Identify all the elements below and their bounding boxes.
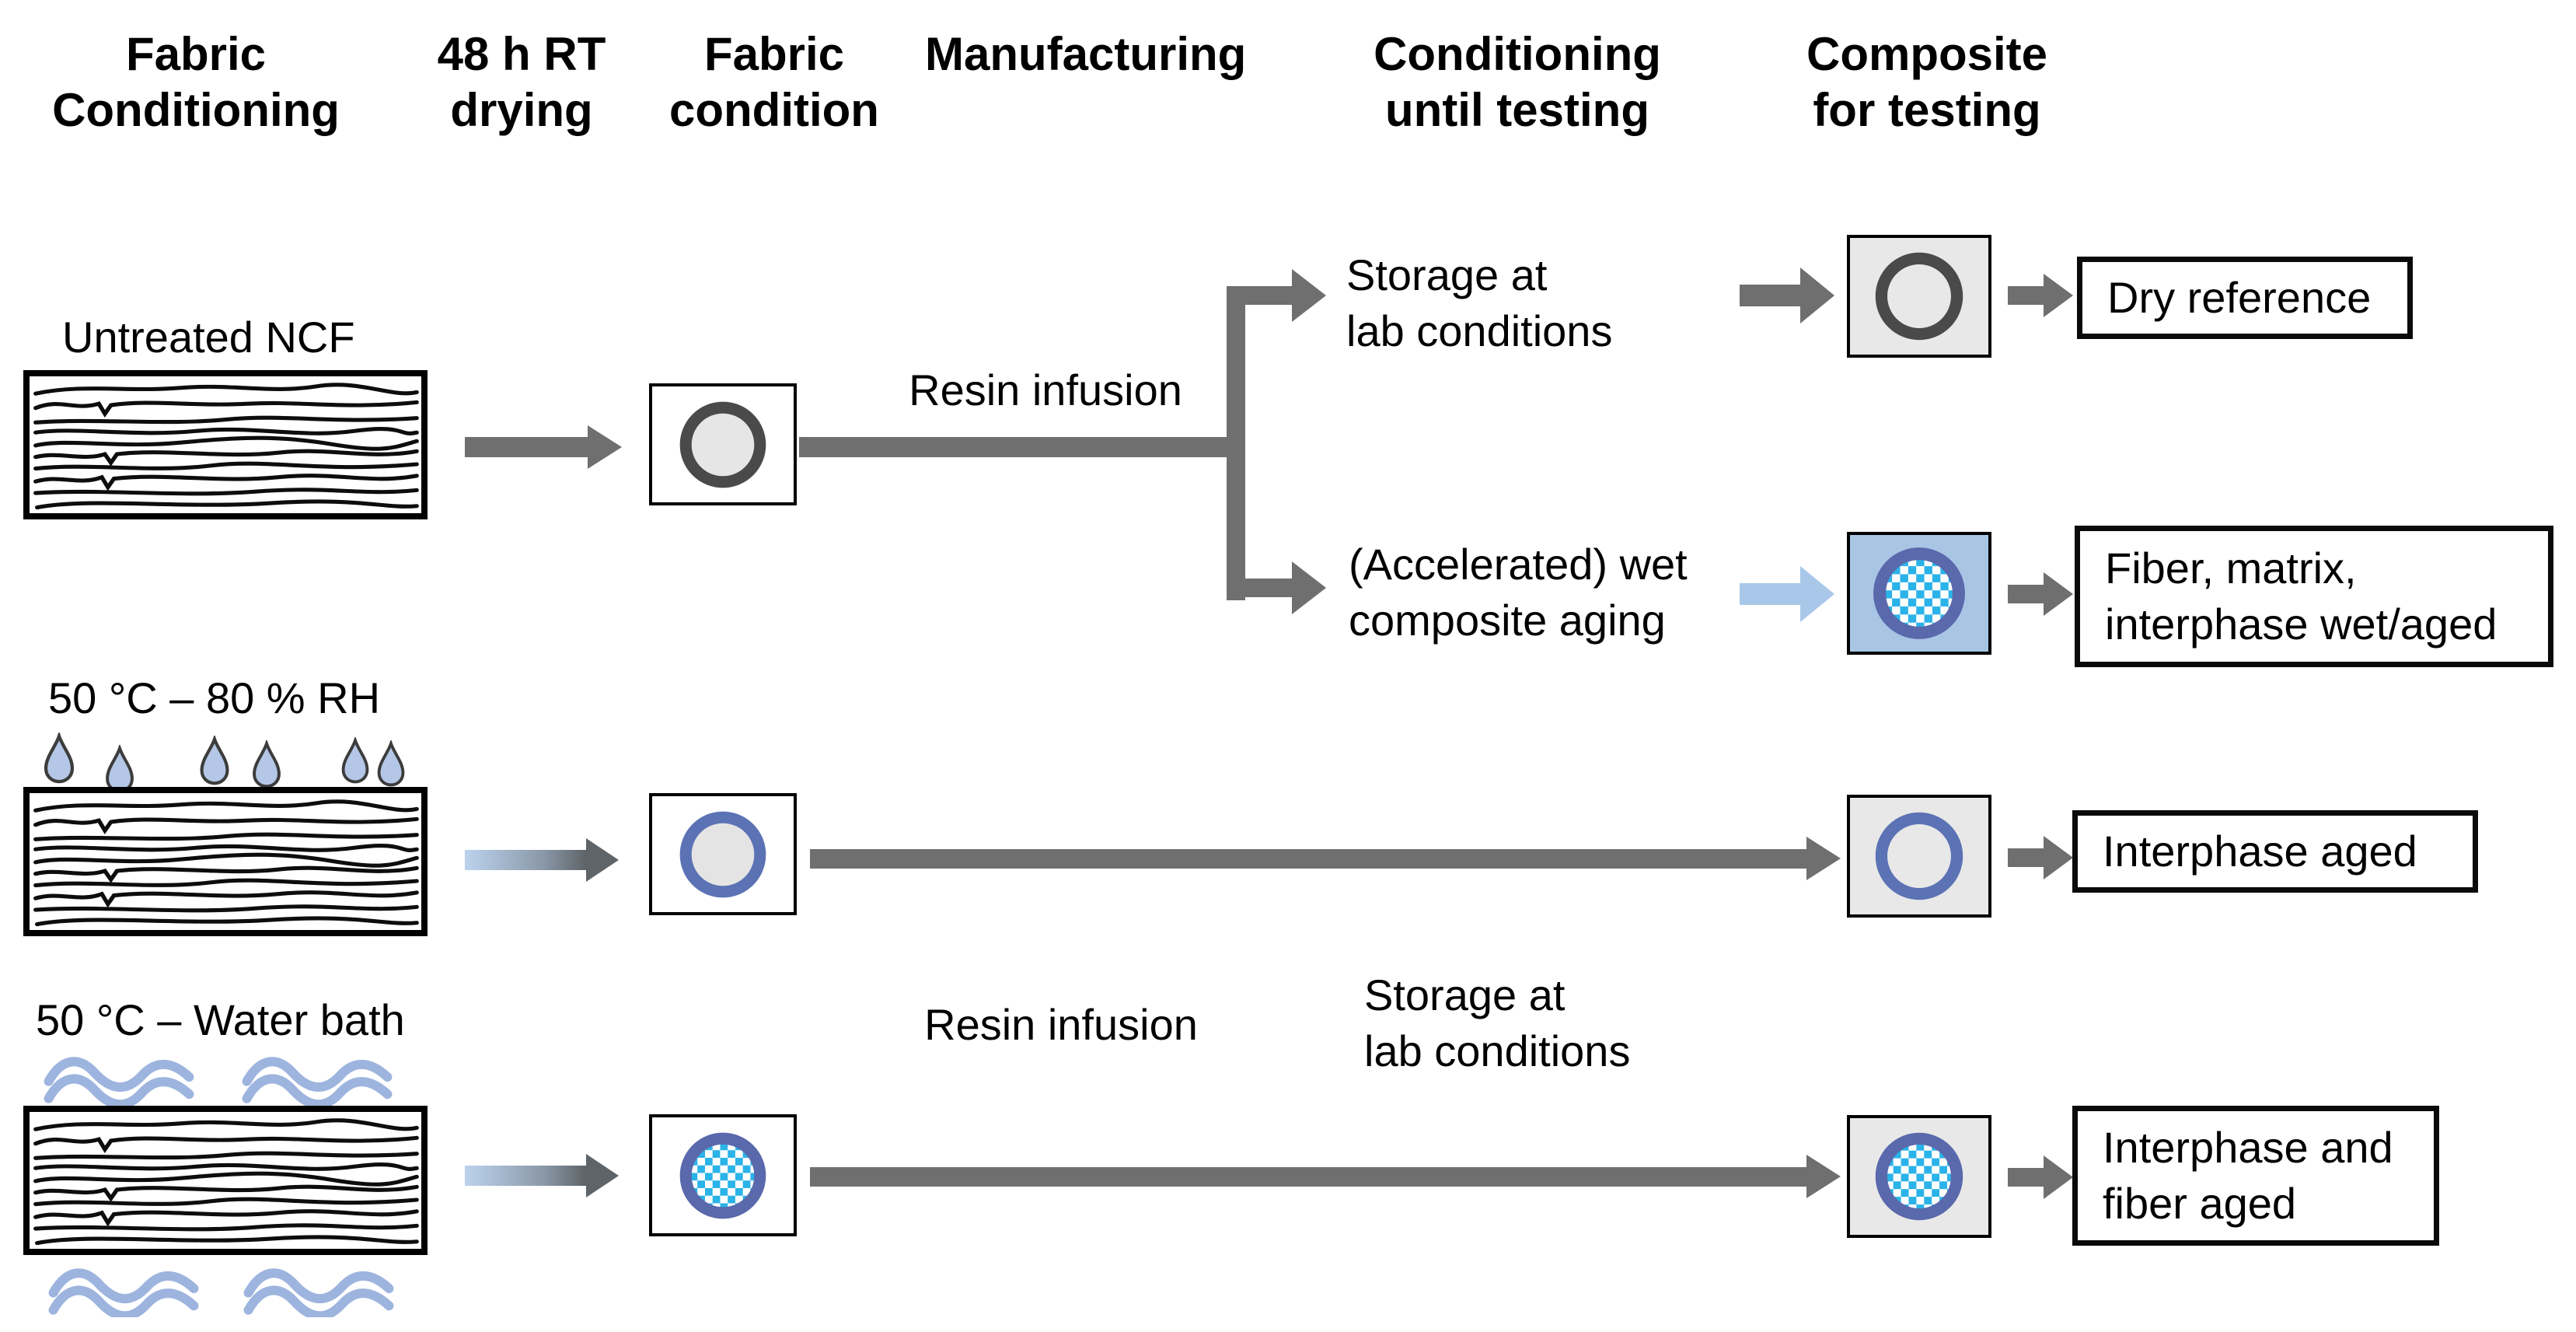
composite-interphase-aged-icon [1847, 795, 1991, 918]
manufacturing-line [799, 437, 1245, 457]
arrow-right-icon [2008, 1155, 2073, 1199]
fiber-cross-section-icon [1875, 812, 1963, 900]
composite-interphase-fiber-aged-icon [1847, 1115, 1991, 1238]
row1-top-conditioning-label: Storage at lab conditions [1346, 250, 1613, 355]
droplet-icon [341, 739, 369, 784]
fiber-cross-section-icon [1875, 252, 1963, 341]
row3-manufacturing-label: Resin infusion [924, 1000, 1198, 1049]
row2-fabric-label: 50 °C – 80 % RH [48, 673, 381, 722]
arrow-right-icon [1740, 267, 1834, 323]
row3-conditioning-label: Storage at lab conditions [1364, 970, 1631, 1075]
fabric-swatch-icon [23, 370, 428, 519]
fabric-swatch-icon [23, 787, 428, 936]
fabric-swatch-icon [23, 1106, 428, 1255]
row1-manufacturing-label: Resin infusion [909, 365, 1182, 414]
arrow-right-icon [2008, 836, 2073, 879]
arrow-right-icon [2008, 572, 2073, 616]
branch-bottom-arrow-icon [1245, 561, 1326, 614]
fiber-dry-icon [649, 383, 797, 505]
composite-wet-aged-icon [1847, 532, 1991, 655]
row1-bottom-conditioning-label: (Accelerated) wet composite aging [1349, 540, 1688, 645]
gradient-arrow-icon [465, 838, 619, 882]
branch-connector [1227, 286, 1245, 600]
fiber-cross-section-icon [679, 401, 766, 488]
fiber-cross-section-icon [1873, 547, 1965, 639]
fiber-interphase-aged-icon [649, 793, 797, 915]
long-arrow-icon [810, 1155, 1841, 1198]
droplet-icon [253, 742, 281, 788]
column-header-manufacturing: Manufacturing [925, 28, 1247, 80]
branch-top-arrow-icon [1245, 269, 1326, 322]
result-box-interphase-fiber-aged: Interphase and fiber aged [2072, 1106, 2439, 1246]
water-wave-icon [234, 1261, 403, 1317]
fiber-cross-section-icon [679, 811, 766, 897]
fiber-cross-section-icon [679, 1132, 766, 1218]
water-wave-icon [39, 1261, 208, 1317]
row3-fabric-label: 50 °C – Water bath [36, 995, 405, 1044]
droplet-icon [197, 736, 232, 785]
fiber-cross-section-icon [1875, 1132, 1963, 1221]
row1-fabric-label: Untreated NCF [62, 313, 355, 362]
arrow-right-icon [465, 425, 622, 469]
composite-dry-icon [1847, 235, 1991, 358]
long-arrow-icon [810, 837, 1841, 880]
wet-aging-arrow-icon [1740, 566, 1834, 622]
water-wave-icon [232, 1050, 402, 1106]
result-box-fiber-matrix-interphase: Fiber, matrix, interphase wet/aged [2075, 526, 2553, 667]
droplet-icon [377, 742, 405, 787]
droplet-icon [106, 746, 134, 793]
arrow-right-icon [2008, 274, 2073, 317]
fiber-waterbath-aged-icon [649, 1114, 797, 1236]
result-box-dry-reference: Dry reference [2077, 257, 2413, 339]
result-box-interphase-aged: Interphase aged [2072, 810, 2478, 893]
droplet-icon [42, 732, 76, 784]
gradient-arrow-icon [465, 1154, 619, 1197]
water-wave-icon [34, 1050, 204, 1106]
